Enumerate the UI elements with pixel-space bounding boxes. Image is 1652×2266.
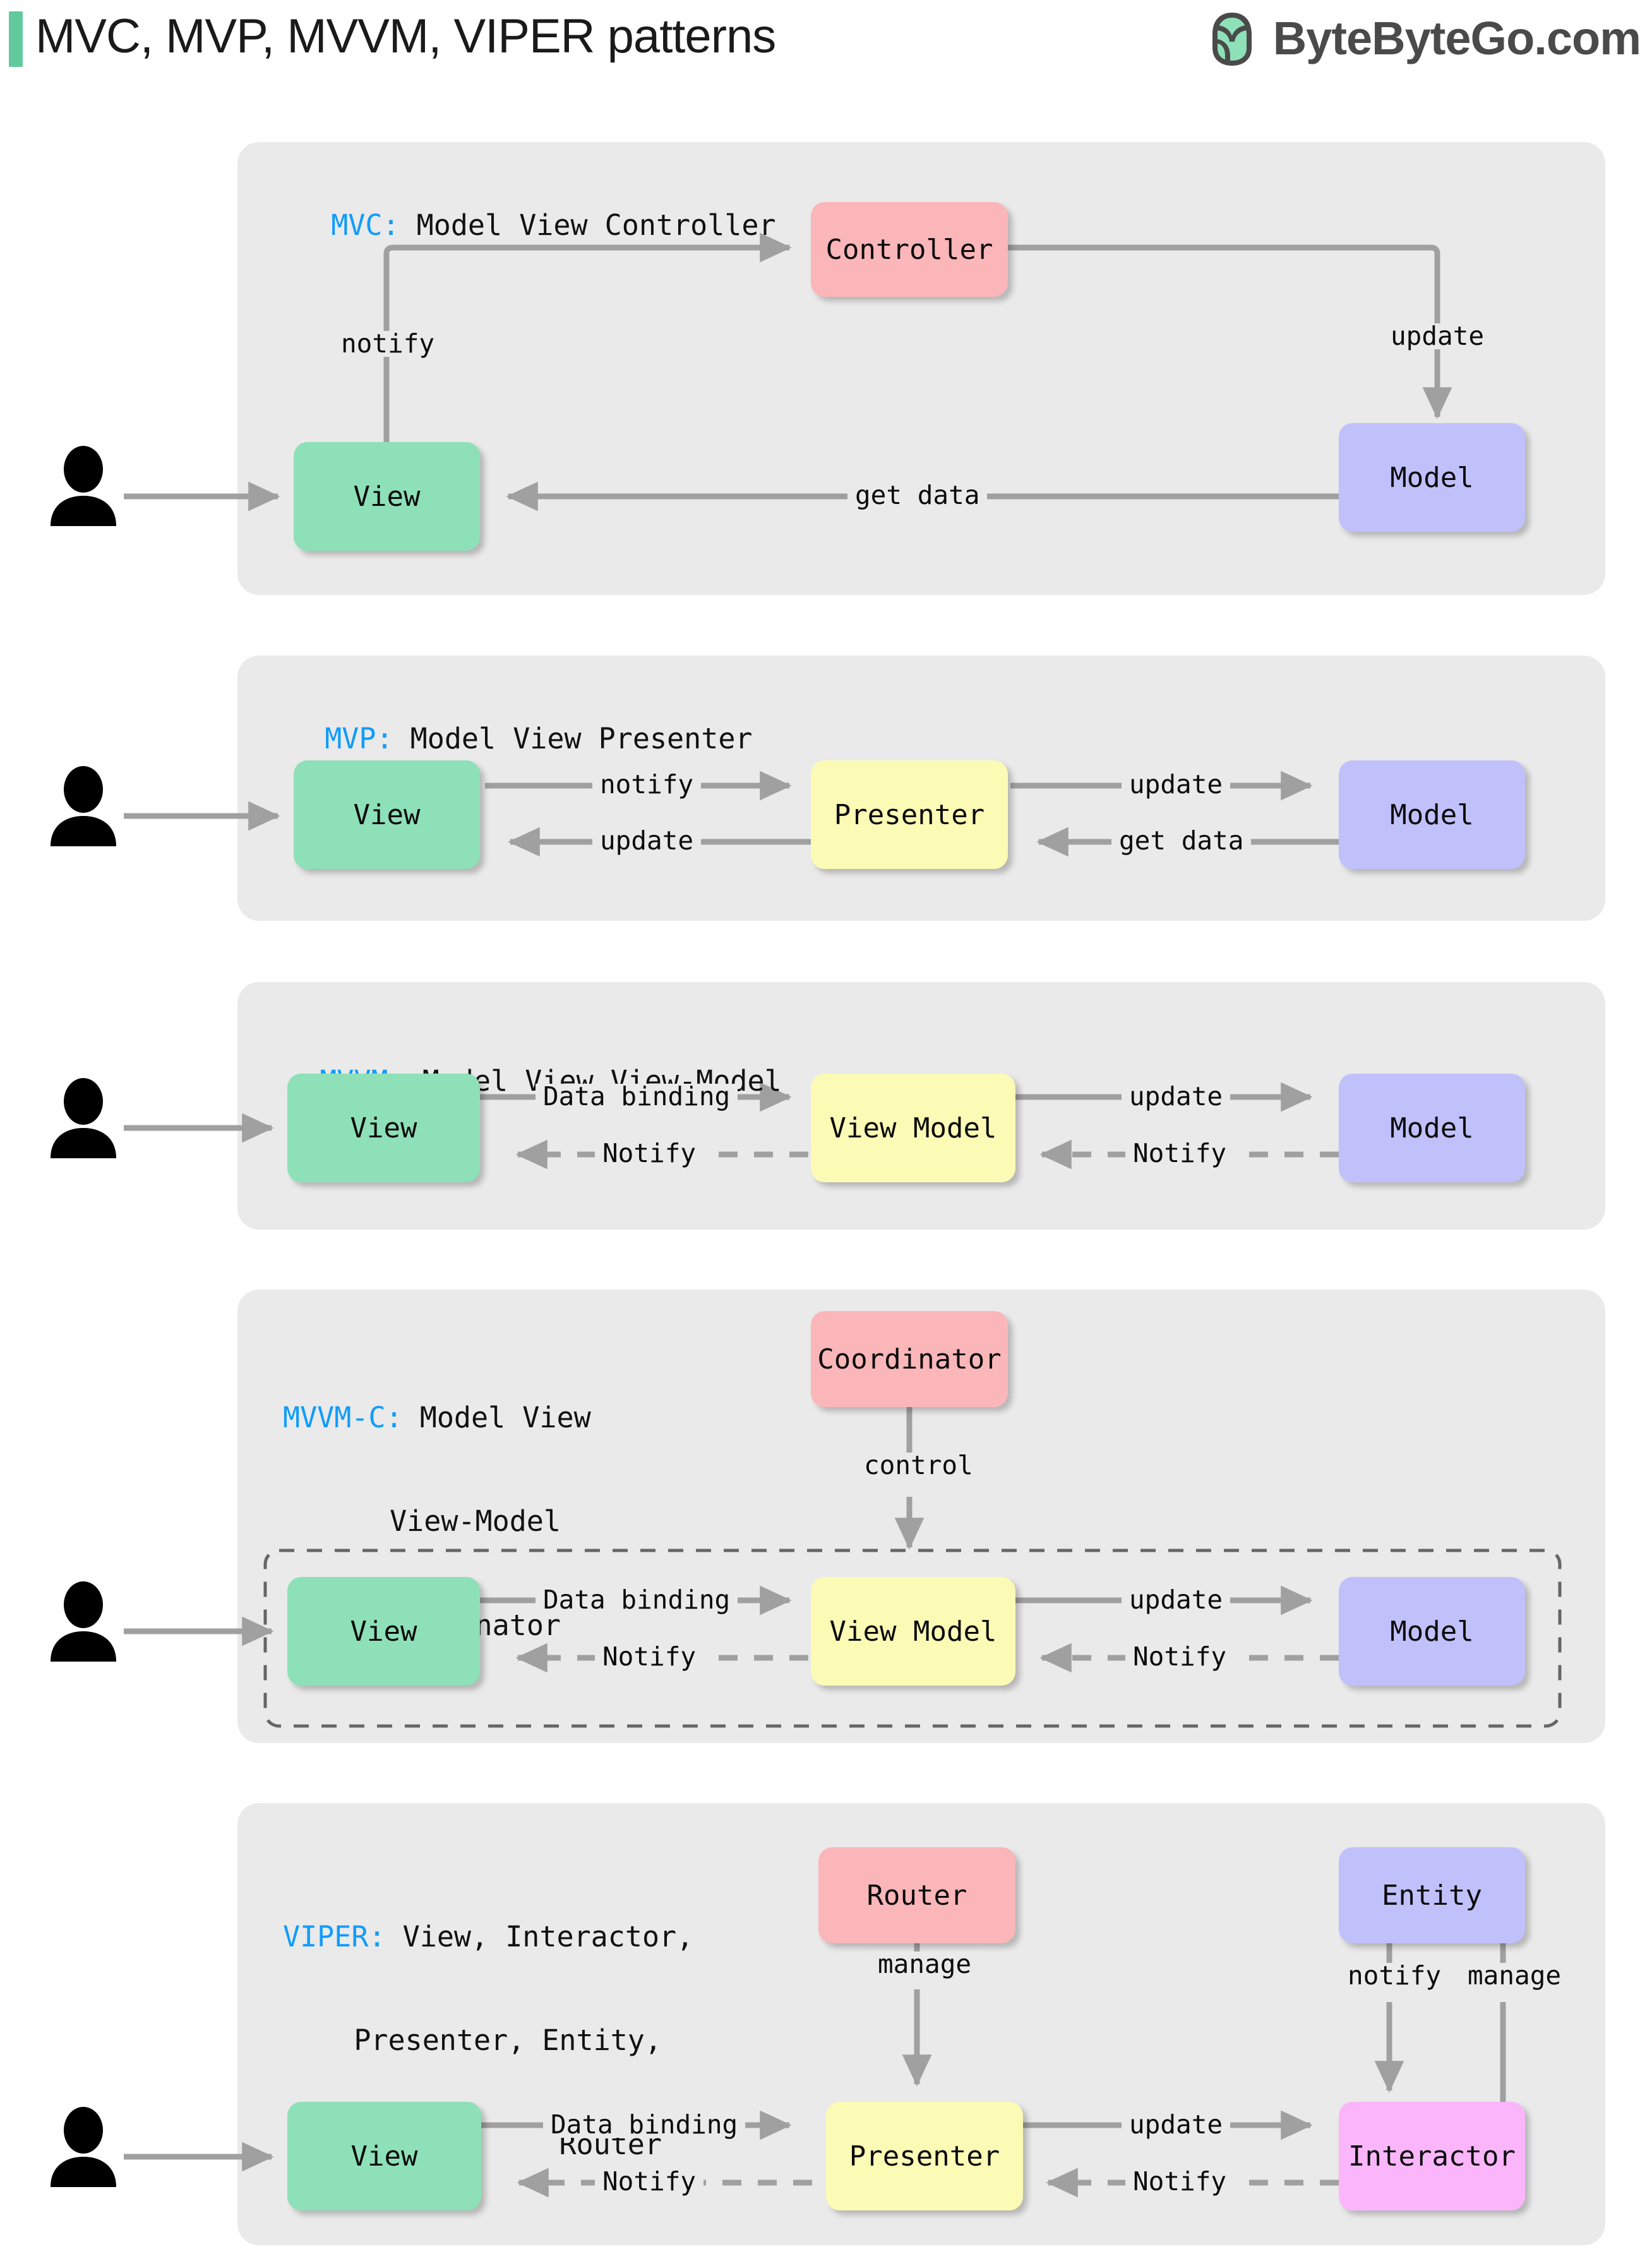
edge-label-notify-right: Notify (1125, 2169, 1235, 2195)
edge-label-update: update (1122, 1084, 1231, 1110)
section-title-line-1: View, Interactor, (385, 1919, 694, 1953)
node-label: Interactor (1348, 2140, 1516, 2173)
node-model[interactable]: Model (1339, 1074, 1525, 1182)
section-key-mvp: MVP: (325, 721, 393, 755)
edge-label-notify-left: Notify (595, 1644, 704, 1670)
edge-label-notify: notify (333, 331, 443, 357)
edge-label-control: control (856, 1453, 981, 1478)
node-view[interactable]: View (294, 442, 480, 551)
user-icon (51, 766, 116, 846)
edge-label-notify-entity: notify (1340, 1963, 1449, 1989)
edge-label-notify-left: Notify (595, 1141, 704, 1166)
node-view-model[interactable]: View Model (811, 1074, 1015, 1182)
node-presenter[interactable]: Presenter (826, 2102, 1023, 2210)
node-model[interactable]: Model (1339, 1577, 1525, 1686)
brand: ByteByteGo.com (1205, 9, 1641, 67)
user-icon (51, 1581, 116, 1662)
edge-label-update: update (1383, 323, 1492, 349)
node-label: Router (866, 1879, 967, 1912)
edge-label-update: update (1122, 1587, 1231, 1613)
section-title-text-mvc: Model View Controller (399, 208, 776, 242)
node-coordinator[interactable]: Coordinator (811, 1311, 1008, 1407)
node-model[interactable]: Model (1339, 760, 1525, 869)
node-model[interactable]: Model (1339, 423, 1525, 532)
section-title-line-1: Model View (402, 1400, 591, 1434)
bytebytego-leaf-logo (1212, 13, 1252, 66)
node-view[interactable]: View (287, 1577, 480, 1686)
section-title-mvc: MVC: Model View Controller (297, 174, 776, 243)
node-label: View (353, 480, 421, 513)
node-label: Entity (1382, 1879, 1482, 1912)
edge-label-update-left: update (592, 828, 702, 854)
section-title-line-2: View-Model (390, 1504, 561, 1538)
node-label: Model (1390, 1112, 1474, 1144)
edge-label-manage-router: manage (870, 1951, 979, 1977)
node-presenter[interactable]: Presenter (811, 760, 1008, 869)
node-label: View (353, 798, 421, 831)
page-title: MVC, MVP, MVVM, VIPER patterns (35, 9, 776, 63)
edge-label-manage-entity: manage (1460, 1963, 1569, 1989)
edge-label-data-binding: Data binding (536, 1587, 738, 1613)
section-key-viper: VIPER: (283, 1919, 386, 1953)
user-icon (51, 2107, 116, 2187)
node-label: View Model (829, 1112, 997, 1144)
node-label: Coordinator (817, 1343, 1002, 1376)
node-router[interactable]: Router (818, 1847, 1015, 1943)
node-view[interactable]: View (294, 760, 480, 869)
section-title-mvp: MVP: Model View Presenter (290, 687, 753, 757)
node-controller[interactable]: Controller (811, 202, 1008, 297)
brand-text: ByteByteGo.com (1272, 11, 1641, 64)
edge-label-get-data: get data (1111, 828, 1252, 854)
node-label: Controller (825, 233, 993, 266)
node-label: View (350, 1112, 417, 1144)
section-title-viper: VIPER: View, Interactor, Presenter, Enti… (283, 1850, 693, 2197)
edge-label-notify-right: Notify (1125, 1141, 1235, 1166)
edge-label-get-data: get data (847, 483, 988, 508)
node-label: View (350, 1615, 417, 1648)
edge-label-notify-right: Notify (1125, 1644, 1235, 1670)
section-key-mvc: MVC: (331, 208, 400, 242)
node-interactor[interactable]: Interactor (1339, 2102, 1525, 2210)
node-view[interactable]: View (287, 1074, 480, 1182)
section-title-text-mvp: Model View Presenter (393, 721, 753, 755)
section-title-line-2: Presenter, Entity, (354, 2023, 662, 2058)
edge-label-data-binding: Data binding (543, 2112, 746, 2138)
node-label: Model (1390, 798, 1474, 831)
node-view-model[interactable]: View Model (811, 1577, 1015, 1686)
node-label: Model (1390, 461, 1474, 494)
page-header: MVC, MVP, MVVM, VIPER patterns ByteByteG… (0, 0, 1652, 95)
edge-label-update-right: update (1122, 772, 1231, 798)
node-view[interactable]: View (287, 2102, 481, 2210)
node-label: Presenter (849, 2140, 1000, 2173)
node-label: View Model (829, 1615, 997, 1648)
edge-label-update: update (1122, 2112, 1231, 2138)
user-icon (51, 1078, 116, 1158)
edge-label-notify-left: Notify (595, 2169, 704, 2195)
node-label: Presenter (834, 798, 985, 831)
title-accent-bar (9, 11, 23, 67)
node-entity[interactable]: Entity (1339, 1847, 1525, 1943)
edge-label-notify: notify (592, 772, 702, 798)
node-label: View (350, 2140, 418, 2173)
user-icon (51, 446, 116, 526)
edge-label-data-binding: Data binding (536, 1084, 738, 1110)
section-key-mvvm-c: MVVM-C: (283, 1400, 403, 1434)
node-label: Model (1390, 1615, 1474, 1648)
